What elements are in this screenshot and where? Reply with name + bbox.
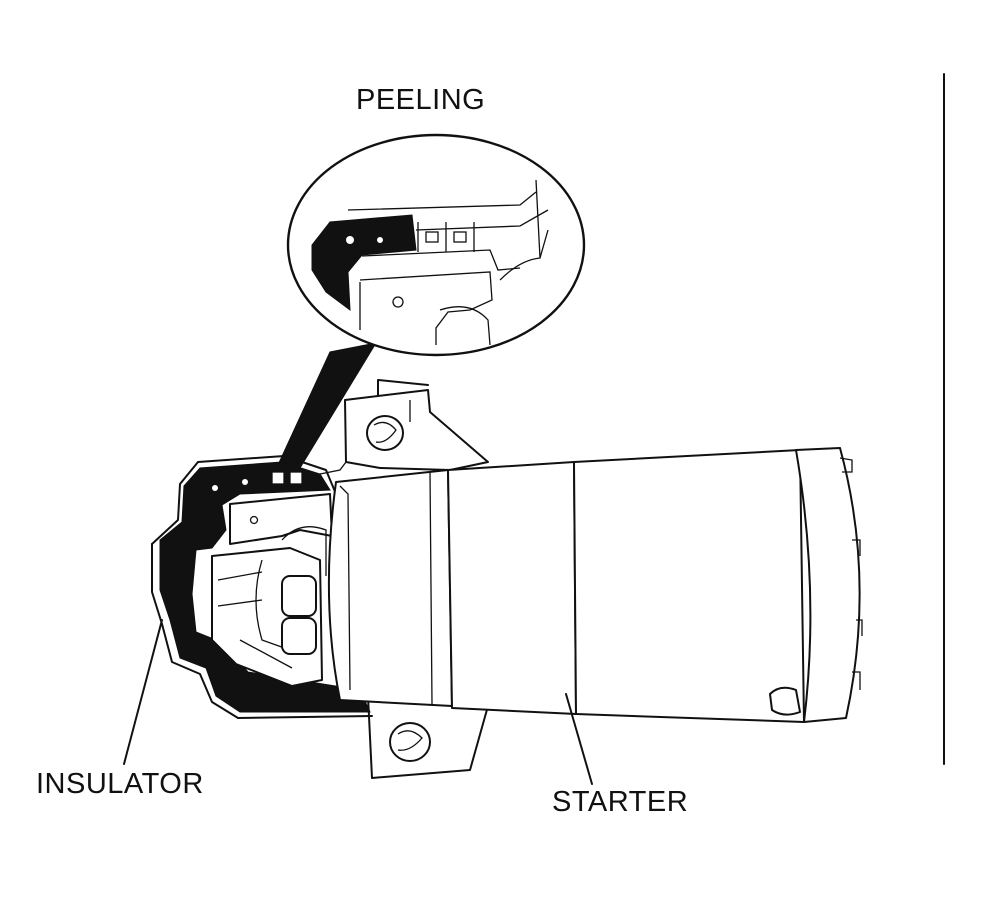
starter-label: STARTER	[552, 786, 689, 818]
detail-ellipse	[286, 133, 586, 357]
peeling-label: PEELING	[356, 84, 486, 116]
starter-assembly	[151, 379, 863, 779]
insulator-band	[159, 461, 371, 713]
through-bolt	[769, 686, 801, 716]
insulator-leader	[123, 619, 163, 765]
detail-insulator-band	[311, 214, 417, 312]
peeling-detail-callout	[271, 133, 586, 479]
motor-body	[573, 449, 805, 723]
yoke-band	[447, 461, 577, 715]
end-frame	[795, 447, 861, 723]
insulator-label: INSULATOR	[36, 768, 204, 800]
starter-leader	[565, 693, 593, 785]
drive-housing	[327, 469, 453, 707]
